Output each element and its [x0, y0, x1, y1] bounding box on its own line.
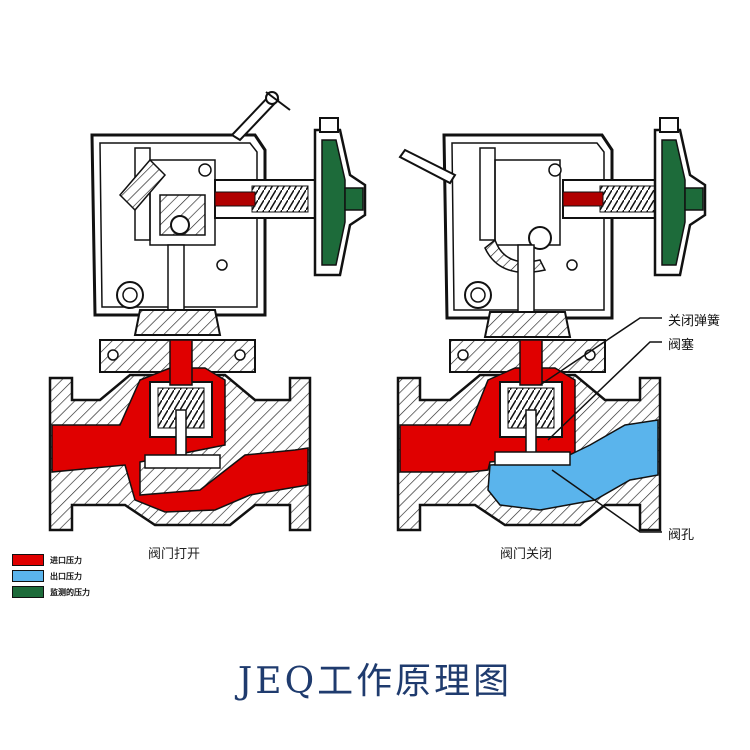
callout-plug: 阀塞: [668, 338, 695, 353]
left-valve: [48, 91, 367, 532]
right-lever: [398, 148, 457, 185]
callout-line-orifice: [551, 469, 662, 533]
legend-label-monitored: 监测的压力: [50, 587, 90, 597]
right-caption: 阀门关闭: [500, 547, 553, 562]
legend-label-outlet: 出口压力: [50, 571, 82, 581]
legend-swatch-monitored: [12, 586, 44, 598]
callout-spring: 关闭弹簧: [668, 314, 721, 329]
legend-item-outlet: 出口压力: [12, 569, 90, 583]
right-outlet-flow: [487, 419, 659, 511]
legend: 进口压力 出口压力 监测的压力: [12, 553, 90, 601]
page-title: JEQ工作原理图: [237, 661, 513, 702]
legend-swatch-inlet: [12, 554, 44, 566]
right-valve: [396, 117, 707, 533]
callout-line-spring: [539, 317, 662, 386]
right-horizontal-spring: [599, 185, 657, 213]
legend-item-monitored: 监测的压力: [12, 585, 90, 599]
callout-line-plug: [547, 341, 662, 441]
legend-item-inlet: 进口压力: [12, 553, 90, 567]
left-caption: 阀门打开: [148, 547, 201, 562]
valve-diagram: [48, 91, 707, 533]
legend-swatch-outlet: [12, 570, 44, 582]
legend-label-inlet: 进口压力: [50, 555, 82, 565]
callout-orifice: 阀孔: [668, 528, 695, 543]
left-horizontal-spring: [251, 185, 309, 213]
